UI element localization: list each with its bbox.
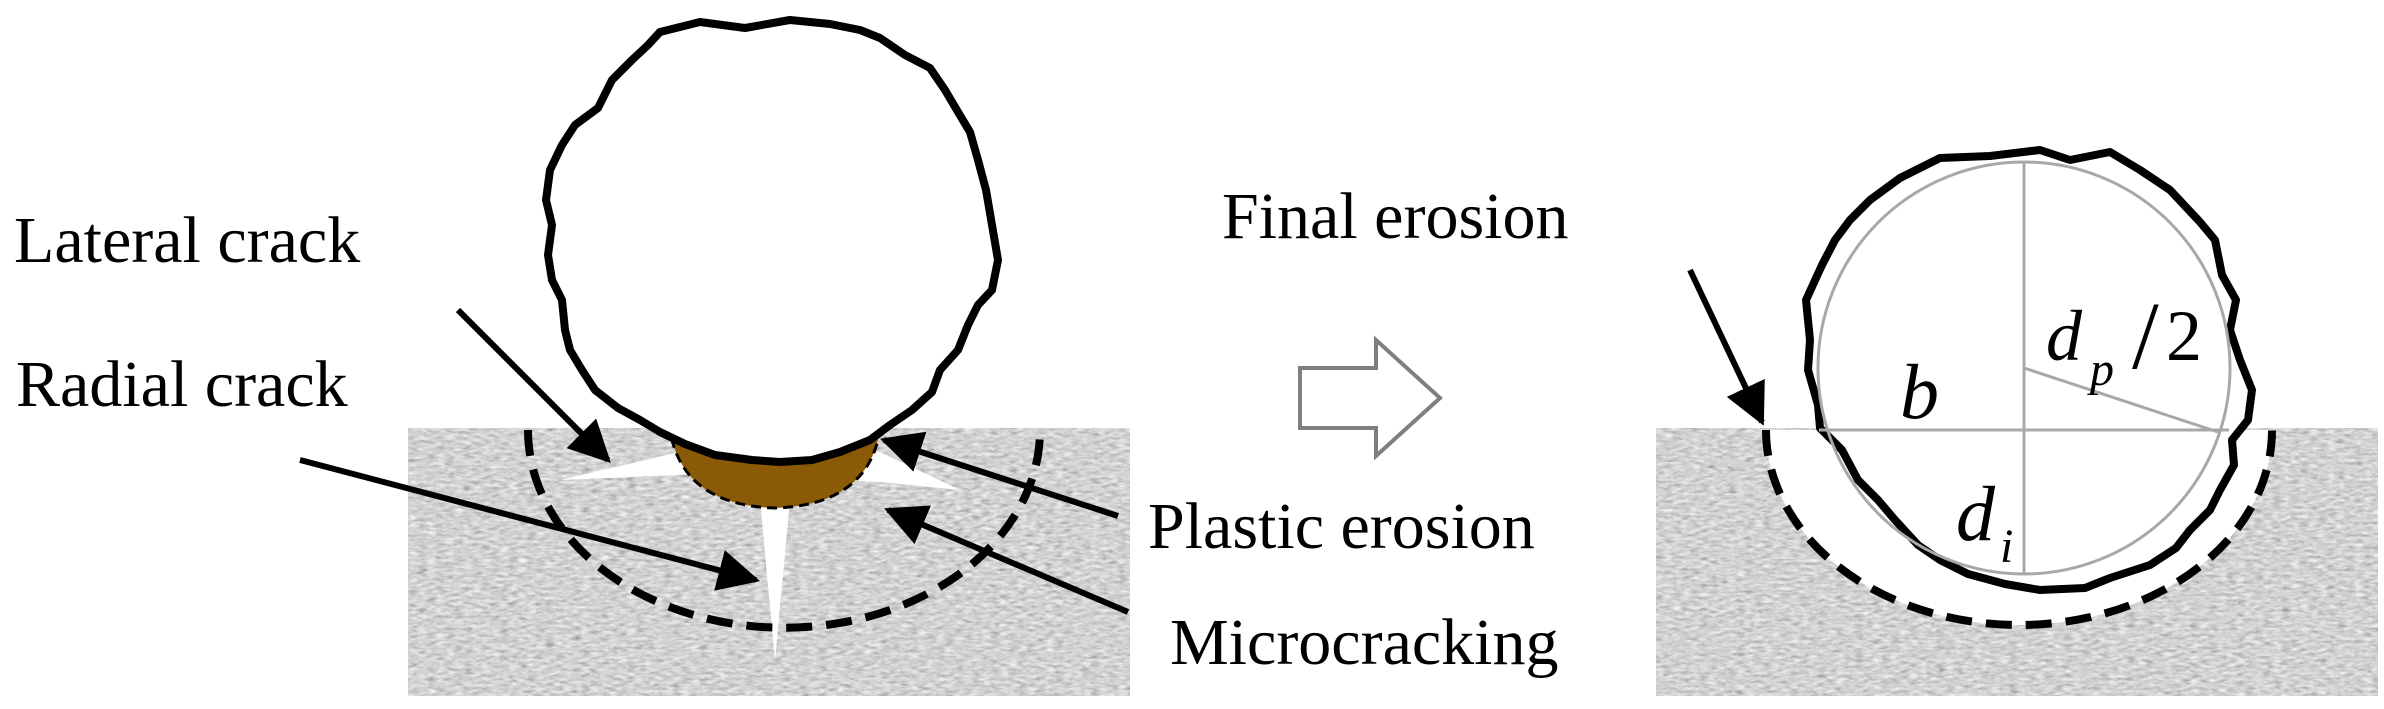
radial-crack-label: Radial crack xyxy=(16,348,348,421)
symbol-dp-d: d xyxy=(2046,296,2083,376)
plastic-erosion-arrow xyxy=(880,431,1119,519)
left-panel: Lateral crack Radial crack Plastic erosi… xyxy=(14,16,1559,696)
radial-crack-arrow xyxy=(299,457,761,591)
symbol-di-d: d xyxy=(1956,470,1996,557)
lateral-crack-arrow xyxy=(455,307,611,463)
final-erosion-arrow xyxy=(1687,268,1765,426)
symbol-slash: / xyxy=(2132,282,2159,389)
right-panel: Final erosion b d p / 2 d i xyxy=(1222,146,2378,696)
symbol-dp-subscript-p: p xyxy=(2087,343,2114,396)
plastic-erosion-label: Plastic erosion xyxy=(1148,490,1535,563)
radius-line xyxy=(2023,366,2219,434)
final-erosion-label: Final erosion xyxy=(1222,180,1568,253)
transition-arrow-icon xyxy=(1298,335,1443,461)
microcracking-arrow xyxy=(884,505,1130,615)
symbol-b: b xyxy=(1900,348,1939,435)
symbol-two: 2 xyxy=(2166,296,2202,376)
lateral-crack-label: Lateral crack xyxy=(14,204,360,277)
symbol-di-subscript-i: i xyxy=(2000,520,2013,573)
left-damage-zone xyxy=(524,429,1044,632)
right-damage-zone xyxy=(1762,429,2276,629)
microcracking-label: Microcracking xyxy=(1170,606,1559,679)
left-particle xyxy=(542,16,1002,466)
radial-crack xyxy=(760,500,790,660)
